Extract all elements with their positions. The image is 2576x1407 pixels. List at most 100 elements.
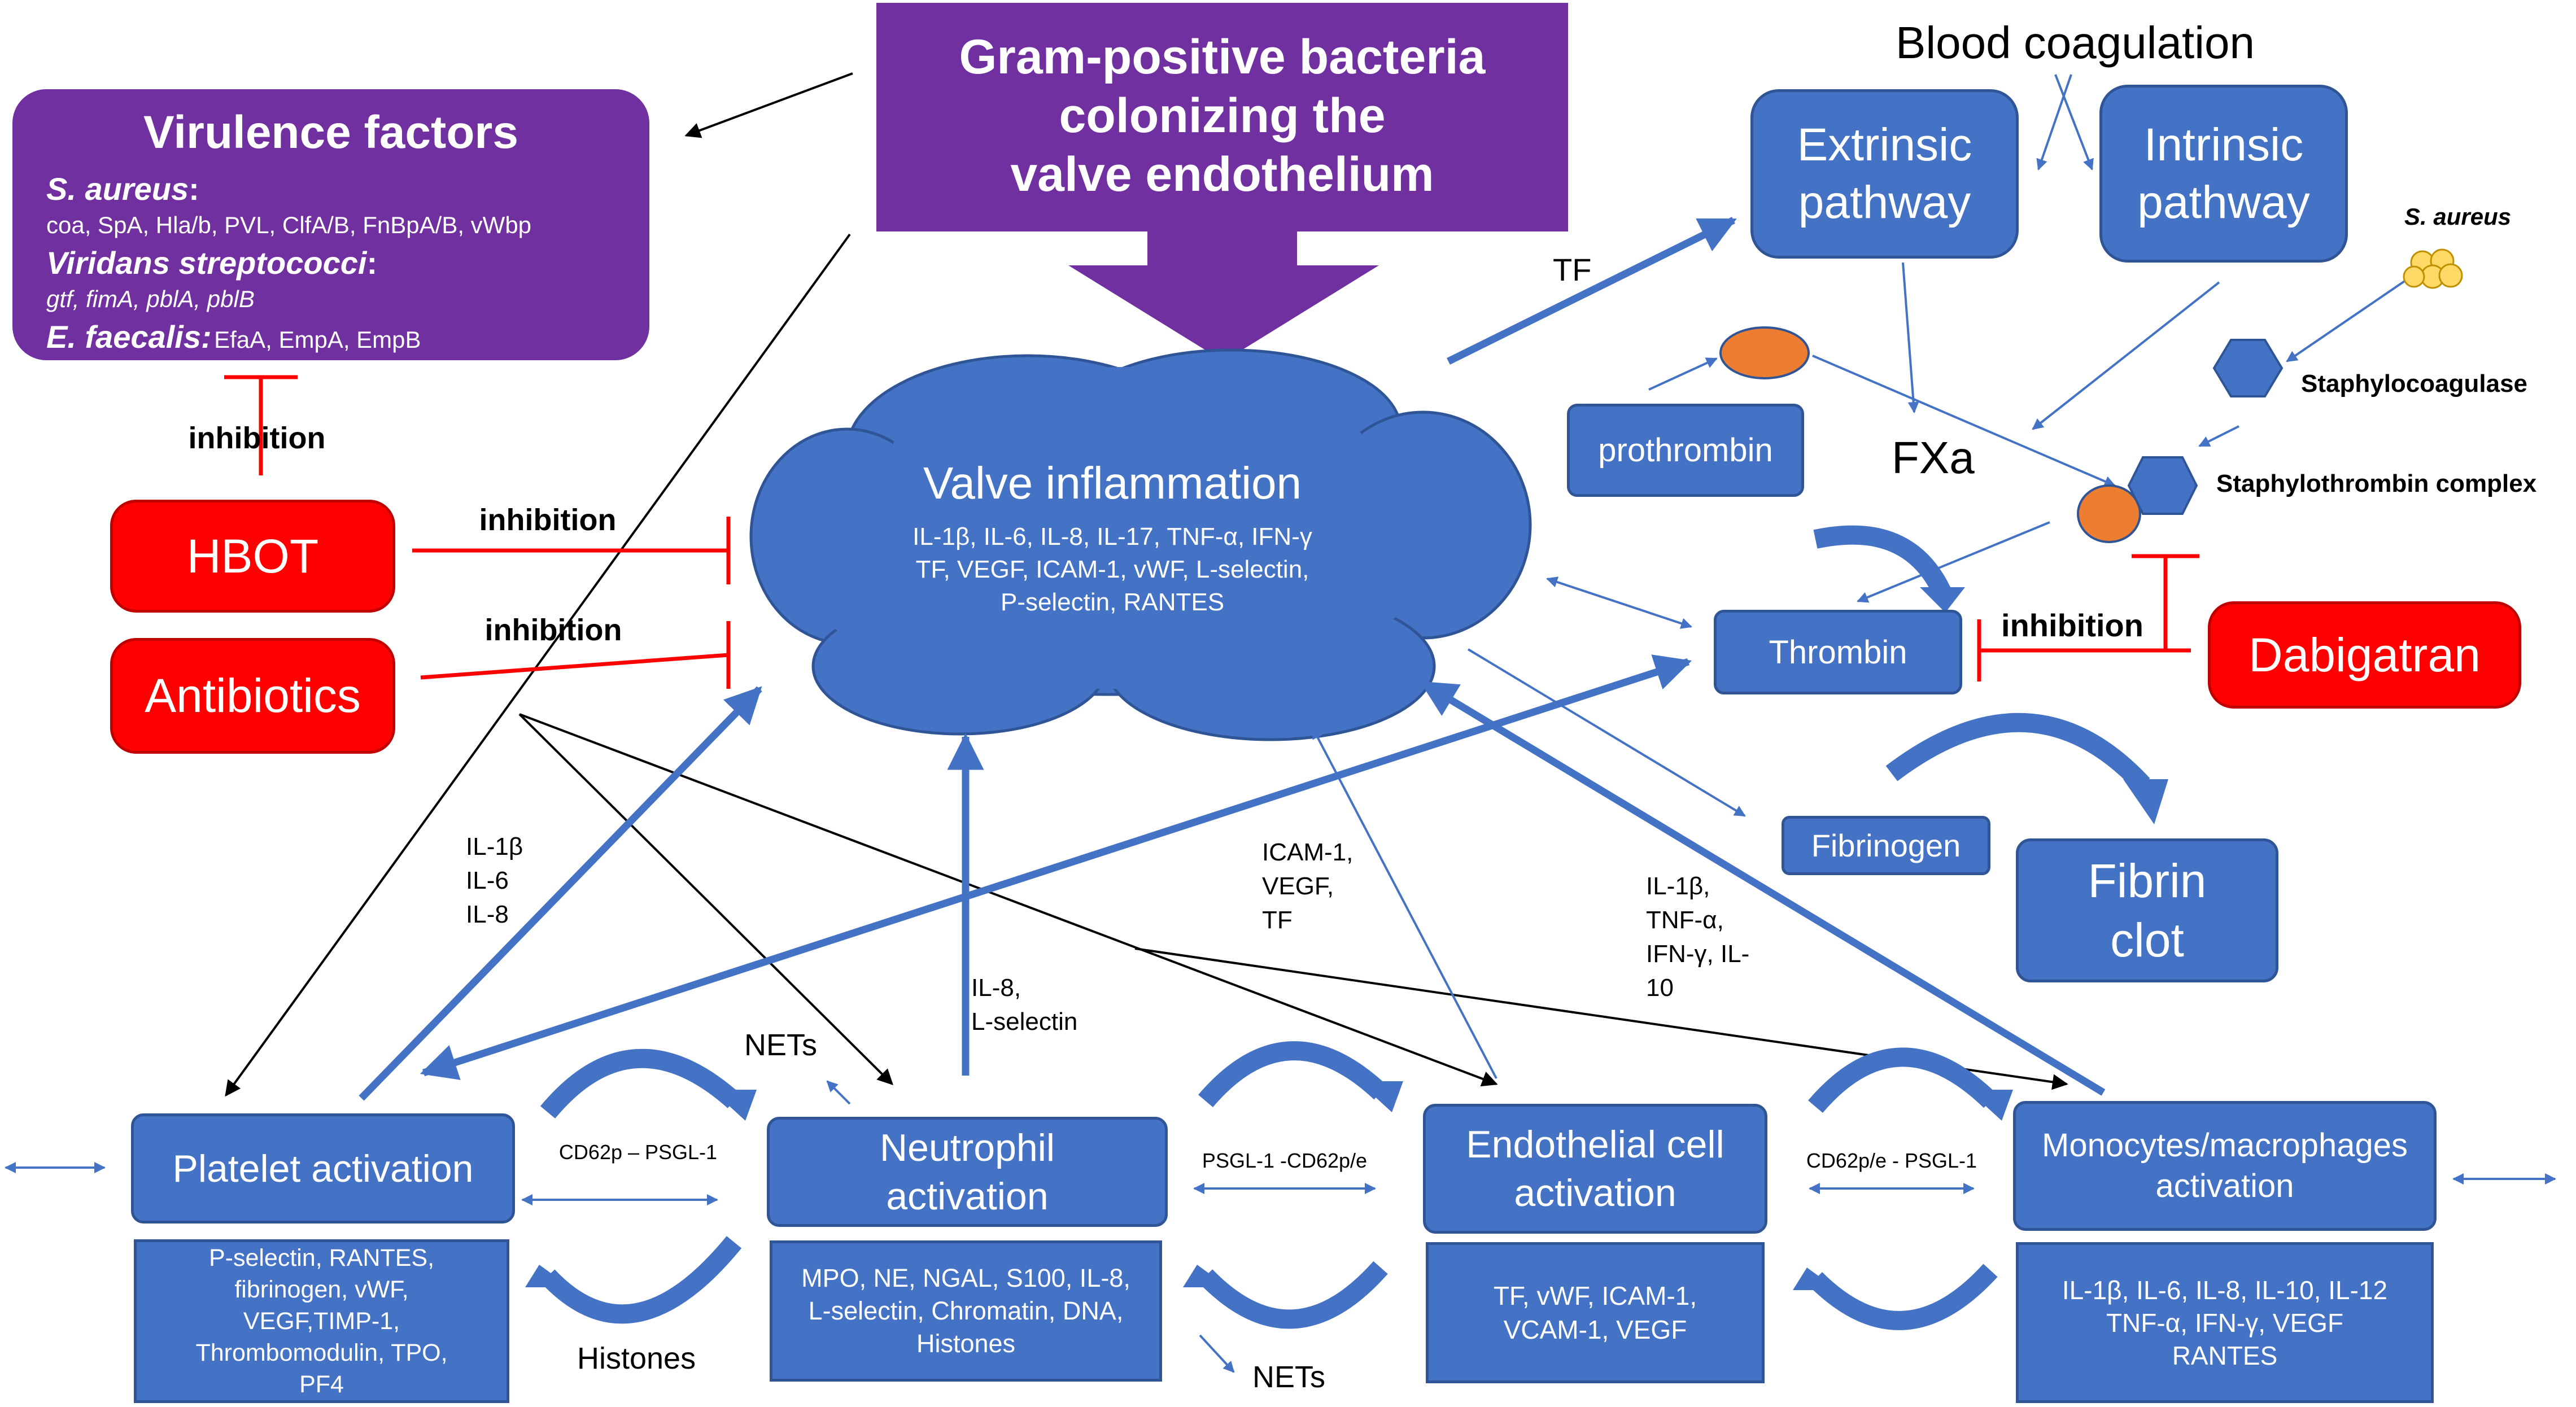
virulence-factors-box: Virulence factors S. aureus: coa, SpA, H…	[12, 89, 649, 360]
mediator-line: P-selectin, RANTES,	[208, 1244, 435, 1271]
bacteria-title: Gram-positive bacteria colonizing the va…	[876, 14, 1568, 217]
mediator-line: MPO, NE, NGAL, S100, IL-8,	[801, 1264, 1130, 1292]
s-aureus-cluster-icon	[2403, 248, 2463, 289]
platelet-mediators-box: P-selectin, RANTES, fibrinogen, vWF, VEG…	[134, 1239, 509, 1403]
inhibition-label-antibiotics: inhibition	[484, 613, 622, 647]
mediator-line: PF4	[299, 1371, 344, 1398]
endothelial-mediators-box: TF, vWF, ICAM-1, VCAM-1, VEGF	[1426, 1242, 1765, 1383]
mediator-line: TF, vWF, ICAM-1,	[1493, 1281, 1697, 1310]
neutrophil-title-line: Neutrophil	[880, 1126, 1055, 1169]
inflammation-line: P-selectin, RANTES	[1000, 588, 1225, 616]
edge-label-line: IL-1β	[466, 833, 523, 860]
neutrophil-edge-label: IL-8, L-selectin	[971, 971, 1077, 1039]
edge-label-line: ICAM-1,	[1262, 838, 1354, 866]
edge-label-line: TF	[1262, 906, 1293, 934]
fibrin-clot-box: Fibrin clot	[2016, 838, 2278, 982]
staphylothrombin-hexagon	[2127, 456, 2198, 515]
tf-label: TF	[1553, 252, 1592, 287]
intrinsic-line: pathway	[2137, 176, 2310, 228]
neutrophil-mediators-box: MPO, NE, NGAL, S100, IL-8, L-selectin, C…	[770, 1240, 1162, 1382]
mediator-line: IL-1β, IL-6, IL-8, IL-10, IL-12	[2062, 1275, 2388, 1305]
nets-label-top: NETs	[744, 1028, 818, 1062]
edge-label-line: IFN-γ, IL-	[1646, 940, 1750, 968]
intrinsic-line: Intrinsic	[2143, 119, 2304, 171]
edge-label-line: IL-1β,	[1646, 872, 1710, 900]
cd62pe-psgl1-label: CD62p/e - PSGL-1	[1806, 1149, 1977, 1172]
edge-label-line: 10	[1646, 974, 1674, 1002]
staphylocoagulase-label: Staphylocoagulase	[2301, 370, 2528, 397]
edge-label-line: TNF-α,	[1646, 906, 1724, 934]
monocyte-mediators-box: IL-1β, IL-6, IL-8, IL-10, IL-12 TNF-α, I…	[2016, 1242, 2434, 1403]
viridans-label: Viridans streptococci	[46, 245, 367, 281]
inhibition-label-dabigatran: inhibition	[2001, 608, 2143, 643]
monocyte-title-line: Monocytes/macrophages	[2042, 1127, 2408, 1164]
inhibition-lines	[224, 375, 2199, 689]
edge-label-line: L-selectin	[971, 1008, 1078, 1035]
s-aureus-items: coa, SpA, Hla/b, PVL, ClfA/B, FnBpA/B, v…	[46, 212, 532, 238]
histones-label: Histones	[577, 1342, 696, 1375]
curved-arrows	[540, 525, 2150, 1330]
thin-blue-connectors	[5, 74, 2556, 1373]
s-aureus-label: S. aureus	[46, 171, 189, 207]
endothelial-edge-label: ICAM-1, VEGF, TF	[1262, 836, 1353, 937]
edge-label-line: VEGF,	[1262, 872, 1334, 900]
extrinsic-line: Extrinsic	[1797, 119, 1972, 171]
thrombin-box: Thrombin	[1714, 610, 1962, 694]
hbot-box: HBOT	[110, 500, 395, 613]
mediator-line: VCAM-1, VEGF	[1503, 1315, 1687, 1344]
antibiotics-box: Antibiotics	[110, 638, 395, 754]
monocyte-edge-label: IL-1β, TNF-α, IFN-γ, IL- 10	[1646, 869, 1749, 1005]
edge-label-line: IL-6	[466, 867, 509, 894]
inflammation-title: Valve inflammation	[923, 458, 1302, 508]
cd62p-psgl1-label: CD62p – PSGL-1	[558, 1141, 718, 1164]
extrinsic-line: pathway	[1798, 177, 1971, 228]
platelet-title: Platelet activation	[172, 1147, 474, 1190]
platelet-activation-box: Platelet activation	[131, 1113, 515, 1224]
inflammation-line: TF, VEGF, ICAM-1, vWF, L-selectin,	[915, 556, 1309, 583]
bacteria-line: colonizing the	[1059, 89, 1386, 143]
edge-label-line: IL-8,	[971, 974, 1021, 1002]
mediator-line: RANTES	[2172, 1340, 2278, 1370]
endothelial-title-line: activation	[1514, 1172, 1676, 1214]
bacteria-line: valve endothelium	[1010, 147, 1434, 202]
blood-coagulation-title: Blood coagulation	[1895, 18, 2255, 68]
neutrophil-activation-box: Neutrophil activation	[767, 1117, 1168, 1227]
mediator-line: TNF-α, IFN-γ, VEGF	[2106, 1308, 2344, 1338]
virulence-title: Virulence factors	[143, 107, 518, 158]
neutrophil-title-line: activation	[886, 1174, 1049, 1218]
viridans-items: gtf, fimA, pblA, pblB	[46, 286, 255, 312]
staphylocoagulase-hexagon	[2212, 339, 2284, 397]
nets-label-bottom: NETs	[1252, 1360, 1326, 1394]
inflammation-text: Valve inflammation IL-1β, IL-6, IL-8, IL…	[768, 457, 1457, 627]
extrinsic-pathway-box: Extrinsic pathway	[1750, 89, 2019, 259]
inhibition-label-hbot: inhibition	[479, 503, 617, 537]
bacteria-line: Gram-positive bacteria	[959, 30, 1486, 84]
prothrombin-box: prothrombin	[1567, 404, 1804, 497]
psgl1-cd62pe-label: PSGL-1 -CD62p/e	[1202, 1149, 1368, 1172]
dabigatran-box: Dabigatran	[2208, 601, 2521, 709]
intrinsic-pathway-box: Intrinsic pathway	[2099, 85, 2348, 263]
endothelial-title-line: Endothelial cell	[1466, 1123, 1724, 1166]
bacteria-arrow-shape	[876, 3, 1568, 361]
fxa-label: FXa	[1892, 432, 1975, 483]
inhibition-label-virulence: inhibition	[188, 421, 326, 455]
thrombin-part-ellipse	[2077, 484, 2141, 543]
inflammation-line: IL-1β, IL-6, IL-8, IL-17, TNF-α, IFN-γ	[912, 523, 1312, 550]
mediator-line: VEGF,TIMP-1,	[243, 1308, 400, 1335]
monocyte-title-line: activation	[2155, 1168, 2294, 1204]
curved-arrow-heads	[525, 587, 2168, 1290]
edge-label-line: IL-8	[466, 901, 509, 928]
endothelial-activation-box: Endothelial cell activation	[1423, 1104, 1767, 1234]
monocyte-activation-box: Monocytes/macrophages activation	[2013, 1101, 2437, 1231]
thick-blue-connectors	[359, 217, 2106, 1101]
fibrin-clot-line: clot	[2110, 913, 2184, 967]
mediator-line: L-selectin, Chromatin, DNA,	[808, 1296, 1124, 1325]
platelet-edge-label: IL-1β IL-6 IL-8	[466, 830, 523, 932]
staphylothrombin-label: Staphylothrombin complex	[2216, 470, 2537, 497]
mediator-line: fibrinogen, vWF,	[234, 1276, 409, 1303]
s-aureus-label-coag: S. aureus	[2404, 203, 2512, 230]
faecalis-items: EfaA, EmpA, EmpB	[214, 326, 421, 353]
faecalis-label: E. faecalis:	[46, 319, 212, 355]
